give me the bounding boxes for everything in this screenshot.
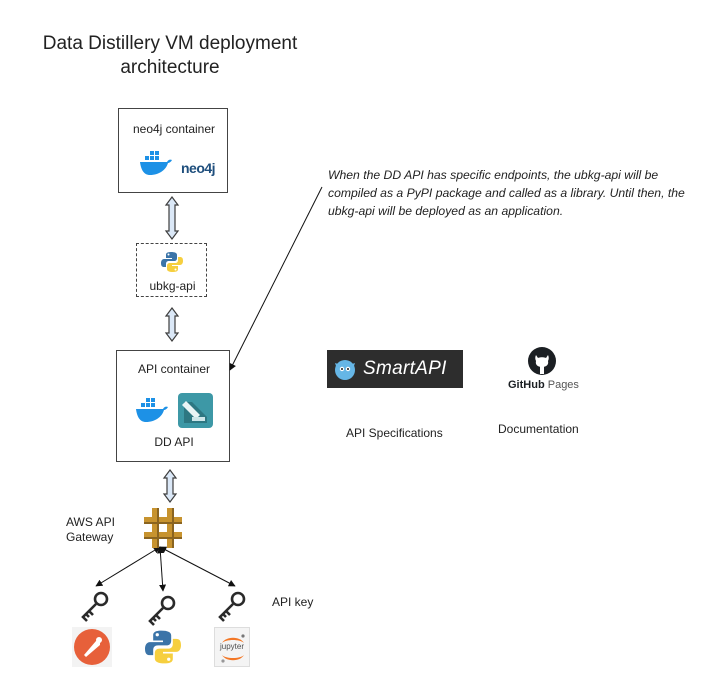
ubkg-api-label: ubkg-api [149,279,196,293]
dd-api-label: DD API [154,435,194,449]
deployment-note: When the DD API has specific endpoints, … [328,168,685,218]
key-icon [81,591,109,622]
postman-icon [72,627,112,667]
api-specifications-caption: API Specifications [346,426,443,440]
documentation-caption: Documentation [498,422,579,436]
gateway-to-key-left [95,546,161,587]
smartapi-mascot-icon [335,360,355,380]
key-icon [148,595,176,626]
double-arrow-neo4j-ubkg [164,196,180,240]
jupyter-icon: jupyter [214,627,250,667]
docker-icon [136,398,168,422]
gateway-label-line-1: AWS API [66,515,115,529]
github-octocat-icon [528,347,556,375]
jupyter-logo-text: jupyter [219,642,244,651]
api-container-box: API container DD API [116,350,230,462]
key-icon [218,591,246,622]
flask-api-icon [178,393,213,428]
gateway-label-line-2: Gateway [66,530,114,544]
gateway-label: AWS API Gateway [66,515,115,545]
neo4j-container-box: neo4j container neo4j [118,108,228,193]
page-title: Data Distillery VM deployment architectu… [20,32,320,80]
ubkg-api-box: ubkg-api [136,243,207,297]
api-container-label: API container [137,362,211,376]
jupyter-orbit-icon [221,634,245,663]
pages-logo-text: Pages [547,379,579,391]
title-line-2: architecture [120,57,220,78]
github-logo-text: GitHub [508,379,545,391]
double-arrow-api-gateway [162,469,178,503]
double-arrow-ubkg-api [164,307,180,342]
gateway-to-key-right [159,546,236,587]
api-key-label: API key [272,595,314,609]
gateway-to-key-mid [156,546,167,592]
github-pages-logo-text: GitHub Pages [508,379,579,391]
smartapi-logo-text: SmartAPI [363,358,447,379]
neo4j-container-label: neo4j container [132,122,216,136]
note-pointer-arrow [229,186,323,371]
python-icon [161,252,183,272]
aws-api-gateway-icon [144,508,182,548]
docker-icon [140,151,172,175]
python-icon [145,630,181,664]
neo4j-logo: neo4j [181,160,216,176]
title-line-1: Data Distillery VM deployment [42,33,298,54]
smartapi-logo: SmartAPI [327,350,463,388]
